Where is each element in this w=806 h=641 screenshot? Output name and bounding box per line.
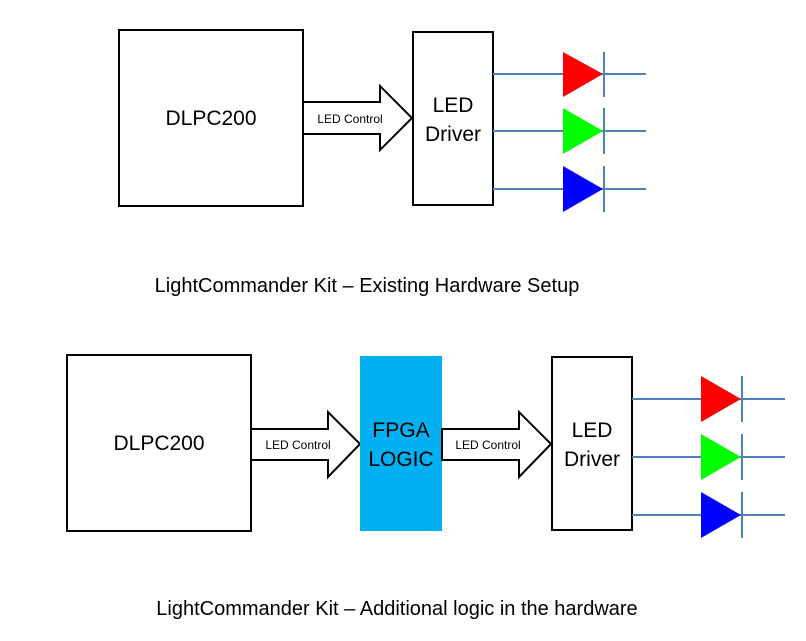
bottom-led-driver-label-line1: LED xyxy=(572,419,613,442)
fpga-logic-box xyxy=(360,356,442,531)
top-led-driver-label-line1: LED xyxy=(433,94,474,117)
bottom-led-control-label-1: LED Control xyxy=(265,438,330,452)
top-led-control-arrow xyxy=(302,83,414,153)
bottom-dlpc200-box xyxy=(66,354,252,532)
top-diagram: DLPC200 LED Control LED Driver LightComm… xyxy=(118,29,646,297)
bottom-led-control-label-2: LED Control xyxy=(455,438,520,452)
top-led-driver-label-line2: Driver xyxy=(425,123,481,146)
top-led-control-label: LED Control xyxy=(317,112,382,126)
bottom-diagram: DLPC200 LED Control FPGA LOGIC LED Contr… xyxy=(66,354,785,620)
bottom-dlpc200-label: DLPC200 xyxy=(113,432,204,455)
fpga-logic-label-line2: LOGIC xyxy=(368,448,433,471)
bottom-led-driver-label-line2: Driver xyxy=(564,448,620,471)
bottom-led-control-arrow-2 xyxy=(441,409,553,480)
top-led-driver-box xyxy=(412,31,494,206)
bottom-led-control-arrow-1 xyxy=(250,409,362,480)
bottom-led-red xyxy=(632,376,785,422)
top-led-red xyxy=(493,52,646,97)
bottom-led-driver-box xyxy=(551,356,633,531)
bottom-led-blue xyxy=(632,492,785,538)
top-caption: LightCommander Kit – Existing Hardware S… xyxy=(155,275,580,297)
fpga-logic-label-line1: FPGA xyxy=(372,419,429,442)
top-led-blue xyxy=(493,166,646,212)
top-dlpc200-label: DLPC200 xyxy=(165,107,256,130)
bottom-led-green xyxy=(632,434,785,480)
top-led-green xyxy=(493,108,646,154)
top-dlpc200-box xyxy=(118,29,304,207)
bottom-caption: LightCommander Kit – Additional logic in… xyxy=(156,598,637,620)
